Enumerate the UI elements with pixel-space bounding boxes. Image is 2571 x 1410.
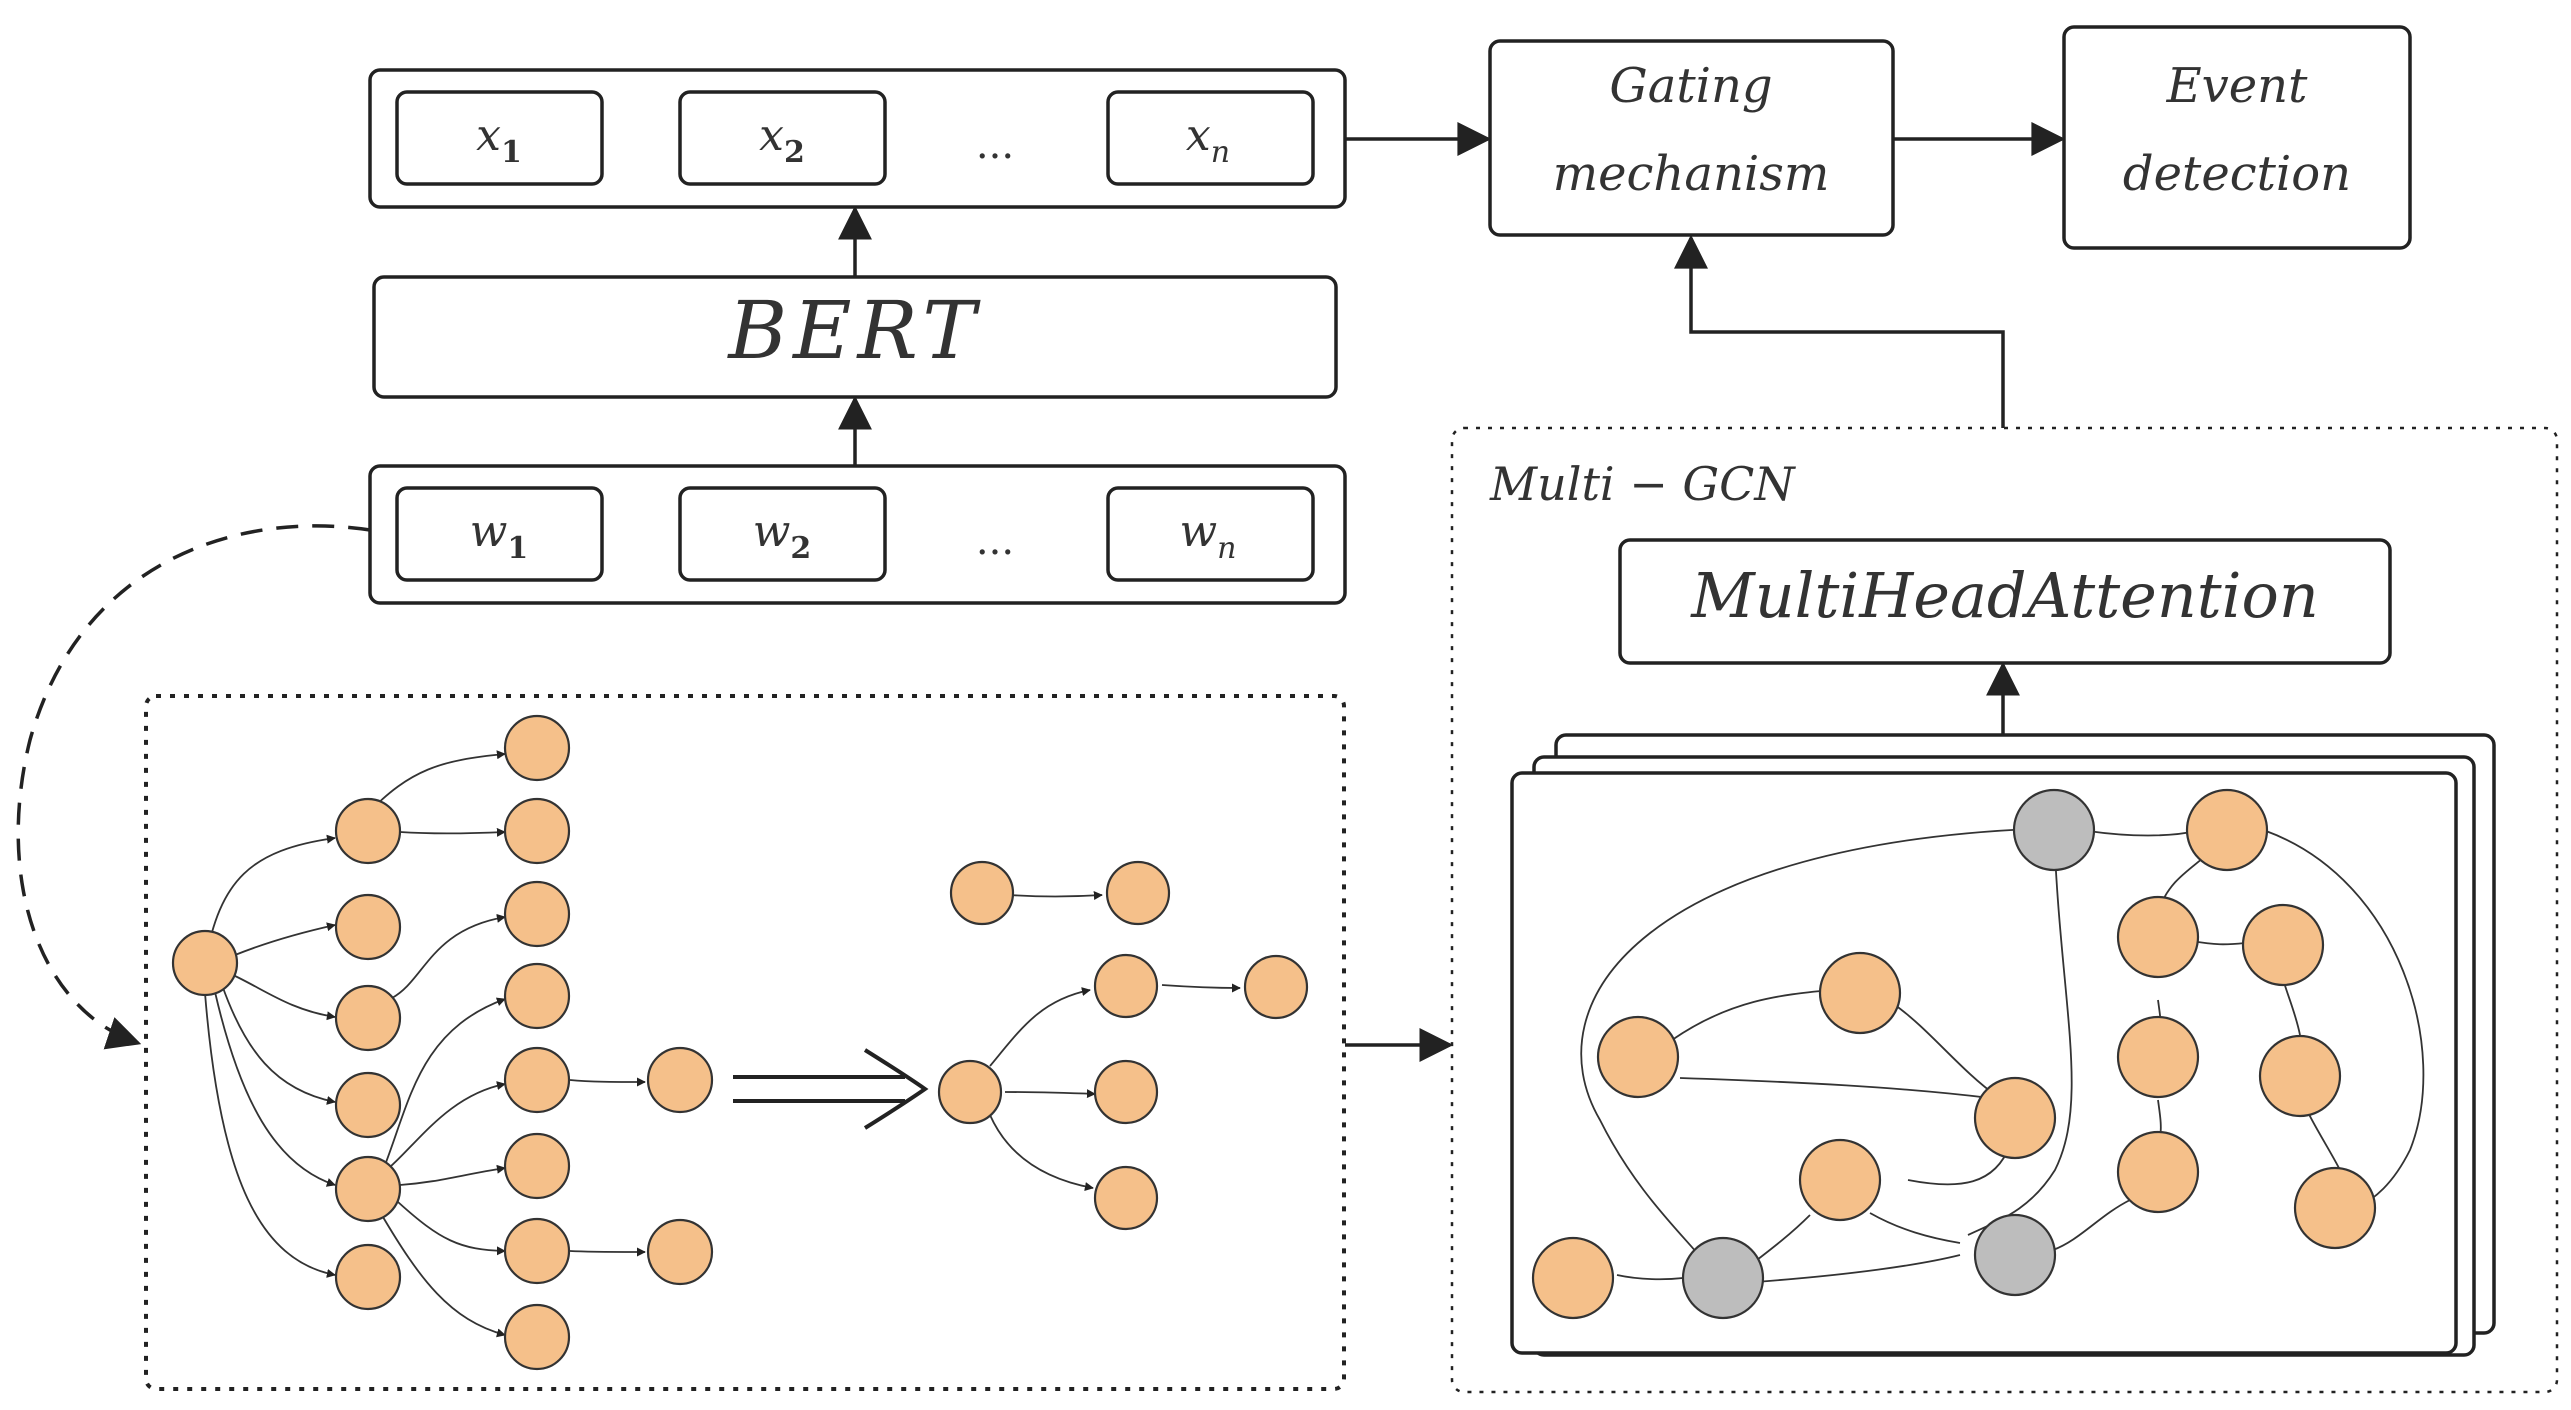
gating-mechanism-box: Gating mechanism [1488, 39, 1895, 237]
token-x2: x2 [678, 90, 887, 186]
svg-text:Gating: Gating [1609, 58, 1772, 114]
multihead-attention-box: MultiHeadAttention [1618, 538, 2392, 665]
pruned-tree-edges [989, 891, 1241, 1191]
dependency-graph-panel [144, 694, 1346, 1391]
arrow-words-to-graph [16, 524, 371, 1050]
svg-text:w1: w1 [470, 506, 529, 566]
token-w1: w1 [395, 486, 604, 582]
event-detection-box: Event detection [2062, 25, 2412, 250]
input-word-row: w1 w2 ... wn [368, 464, 1347, 605]
arrow-gcn-to-gating [1674, 234, 2005, 428]
svg-text:x2: x2 [759, 110, 805, 170]
multi-gcn-title: Multi − GCN [1489, 457, 1796, 511]
dependency-tree-edges [204, 750, 646, 1338]
multi-gcn-panel: Multi − GCN MultiHeadAttention [1450, 426, 2559, 1394]
x-ellipsis: ... [976, 122, 1014, 168]
svg-text:w2: w2 [753, 506, 812, 566]
svg-text:detection: detection [2123, 146, 2351, 202]
gcn-layer-stack [1510, 733, 2496, 1357]
token-w2: w2 [678, 486, 887, 582]
svg-text:MultiHeadAttention: MultiHeadAttention [1690, 559, 2319, 632]
svg-text:x1: x1 [476, 110, 522, 170]
svg-text:BERT: BERT [726, 284, 981, 377]
gcn-graph-nodes [1531, 788, 2377, 1320]
w-ellipsis: ... [976, 518, 1014, 564]
svg-text:Event: Event [2166, 58, 2308, 114]
bert-block: BERT [372, 275, 1338, 399]
svg-text:wn: wn [1180, 506, 1237, 566]
token-xn: xn [1106, 90, 1315, 186]
pruned-tree-nodes [937, 860, 1309, 1231]
output-embedding-row: x1 x2 ... xn [368, 68, 1347, 209]
svg-text:mechanism: mechanism [1553, 146, 1830, 202]
implies-arrow [733, 1048, 929, 1130]
token-x1: x1 [395, 90, 604, 186]
dependency-tree-nodes [171, 714, 714, 1371]
token-wn: wn [1106, 486, 1315, 582]
svg-text:xn: xn [1186, 110, 1230, 170]
